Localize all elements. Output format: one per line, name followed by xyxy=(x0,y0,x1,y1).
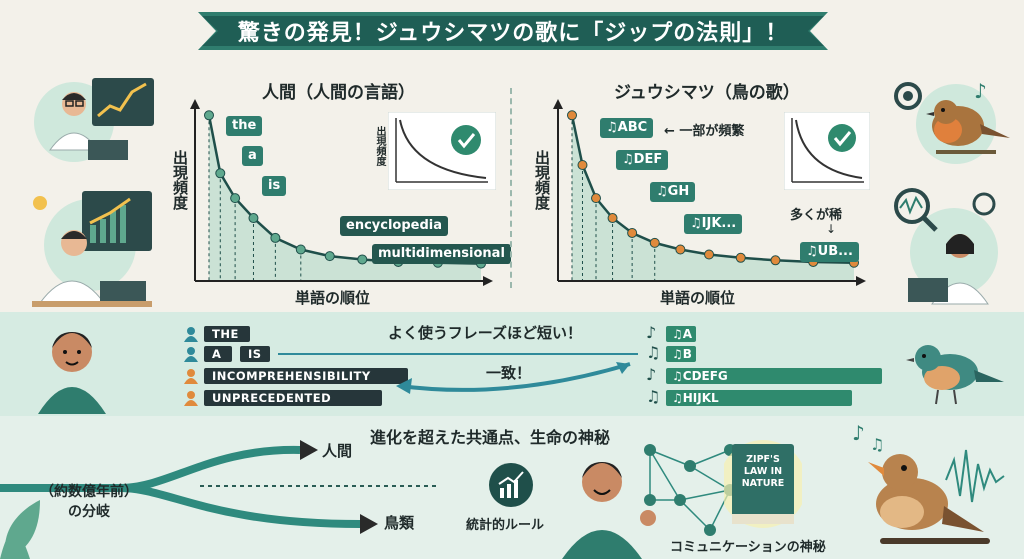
middle-heading: よく使うフレーズほど短い！ xyxy=(388,324,582,342)
scientist-laptop-illustration xyxy=(34,78,154,162)
svg-text:♪: ♪ xyxy=(974,79,987,103)
music-note-icon: ♫ xyxy=(646,343,661,362)
data-point xyxy=(770,255,781,266)
svg-text:♫: ♫ xyxy=(870,435,884,454)
data-point xyxy=(270,232,281,243)
human-word-bar: UNPRECEDENTED xyxy=(204,390,382,406)
data-point xyxy=(248,213,259,224)
person-icon xyxy=(184,368,198,384)
data-point xyxy=(675,244,686,255)
match-label: 一致！ xyxy=(486,364,532,382)
robin-with-gears-illustration: ♪ xyxy=(894,79,1010,164)
data-point xyxy=(324,251,335,262)
bird-phrase-bar: ♫CDEFG xyxy=(666,368,882,384)
frequent-note-text: 一部が頻繁 xyxy=(679,124,745,139)
finch-illustration xyxy=(906,345,1004,405)
data-point xyxy=(204,110,214,121)
chart-divider xyxy=(510,88,512,288)
data-point xyxy=(591,193,602,204)
person-icon xyxy=(184,326,198,342)
human-chart-heading: 人間（人間の言語） xyxy=(262,83,415,103)
x-axis-arrow xyxy=(483,276,493,286)
data-point xyxy=(567,110,577,121)
presenter-illustration xyxy=(562,462,656,559)
bird-phrase-bar: ♫A xyxy=(666,326,696,342)
frequent-note: ← 一部が頻繁 xyxy=(664,124,745,139)
data-point xyxy=(295,244,306,255)
music-note-icon: ♪ xyxy=(646,365,657,384)
data-point xyxy=(577,160,588,170)
communication-label: コミュニケーションの神秘 xyxy=(670,540,826,555)
svg-text:♪: ♪ xyxy=(852,421,865,445)
singing-bird-illustration: ♪ ♫ xyxy=(852,421,1005,544)
bird-phrase-bar: ♫B xyxy=(666,346,696,362)
x-axis-arrow xyxy=(856,276,866,286)
branch-human-label: 人間 xyxy=(322,442,353,460)
person-avatar xyxy=(38,332,106,414)
curve-area xyxy=(572,115,854,282)
data-point xyxy=(735,252,746,263)
scientist-pointing-illustration xyxy=(32,191,152,307)
data-point xyxy=(215,168,226,179)
match-arrow xyxy=(396,362,631,394)
data-point xyxy=(357,254,368,265)
stats-label: 統計的ルール xyxy=(466,518,545,533)
data-point xyxy=(649,237,660,248)
bird-x-axis-label: 単語の順位 xyxy=(660,289,736,307)
split-label: （約数億年前） の分岐 xyxy=(40,484,138,520)
y-axis-arrow xyxy=(190,99,200,109)
word-tag: the xyxy=(226,116,263,136)
frequency-curve xyxy=(570,115,855,265)
bird-y-axis-label: 出現頻度 xyxy=(533,150,551,210)
human-inset-y-label: 出現頻度 xyxy=(374,126,385,166)
title-banner xyxy=(198,12,828,50)
human-y-axis-label: 出現頻度 xyxy=(171,150,189,210)
human-word-bar: IS xyxy=(240,346,270,362)
branch-bird-label: 鳥類 xyxy=(384,514,415,532)
stats-chart-icon xyxy=(489,463,533,507)
bottom-heading: 進化を超えた共通点、生命の神秘 xyxy=(370,428,611,447)
phrase-tag: ♫ABC xyxy=(600,118,654,138)
phrase-tag: ♫GH xyxy=(650,182,696,202)
data-point xyxy=(704,249,715,260)
word-tag: a xyxy=(242,146,263,166)
human-word-bar: THE xyxy=(204,326,250,342)
music-note-icon: ♪ xyxy=(646,323,657,342)
comparison-band xyxy=(0,312,1024,416)
connector-line xyxy=(278,353,638,355)
page-title: 驚きの発見！ジュウシマツの歌に「ジップの法則」！ xyxy=(237,21,789,46)
bird-phrase-bar: ♫HIJKL xyxy=(666,390,852,406)
person-icon xyxy=(184,390,198,406)
leaf-decoration xyxy=(4,500,41,559)
person-icon xyxy=(184,346,198,362)
phrase-tag: ♫IJK... xyxy=(684,214,743,234)
word-tag: is xyxy=(262,176,287,196)
word-tag: multidimensional xyxy=(372,244,511,264)
researcher-sound-analysis-illustration xyxy=(894,188,998,305)
word-tag: encyclopedia xyxy=(340,216,449,236)
human-inset-chart xyxy=(388,112,496,190)
human-word-bar: INCOMPREHENSIBILITY xyxy=(204,368,408,384)
rare-arrow: ↓ xyxy=(826,222,837,236)
bird-inset-chart xyxy=(784,112,870,190)
y-axis-arrow xyxy=(553,99,563,109)
data-point xyxy=(230,193,241,204)
data-point xyxy=(607,213,618,224)
phrase-tag: ♫UB... xyxy=(800,242,859,262)
music-note-icon: ♫ xyxy=(646,387,661,406)
human-x-axis-label: 単語の順位 xyxy=(295,289,371,307)
bird-chart-heading: ジュウシマツ（鳥の歌） xyxy=(614,83,800,103)
human-word-bar: A xyxy=(204,346,232,362)
zipf-book-icon xyxy=(724,440,802,528)
book-title: ZIPF'S LAW IN NATURE xyxy=(741,454,785,489)
data-point xyxy=(627,227,638,238)
rare-note: 多くが稀 xyxy=(790,208,843,223)
phrase-tag: ♫DEF xyxy=(616,150,669,170)
